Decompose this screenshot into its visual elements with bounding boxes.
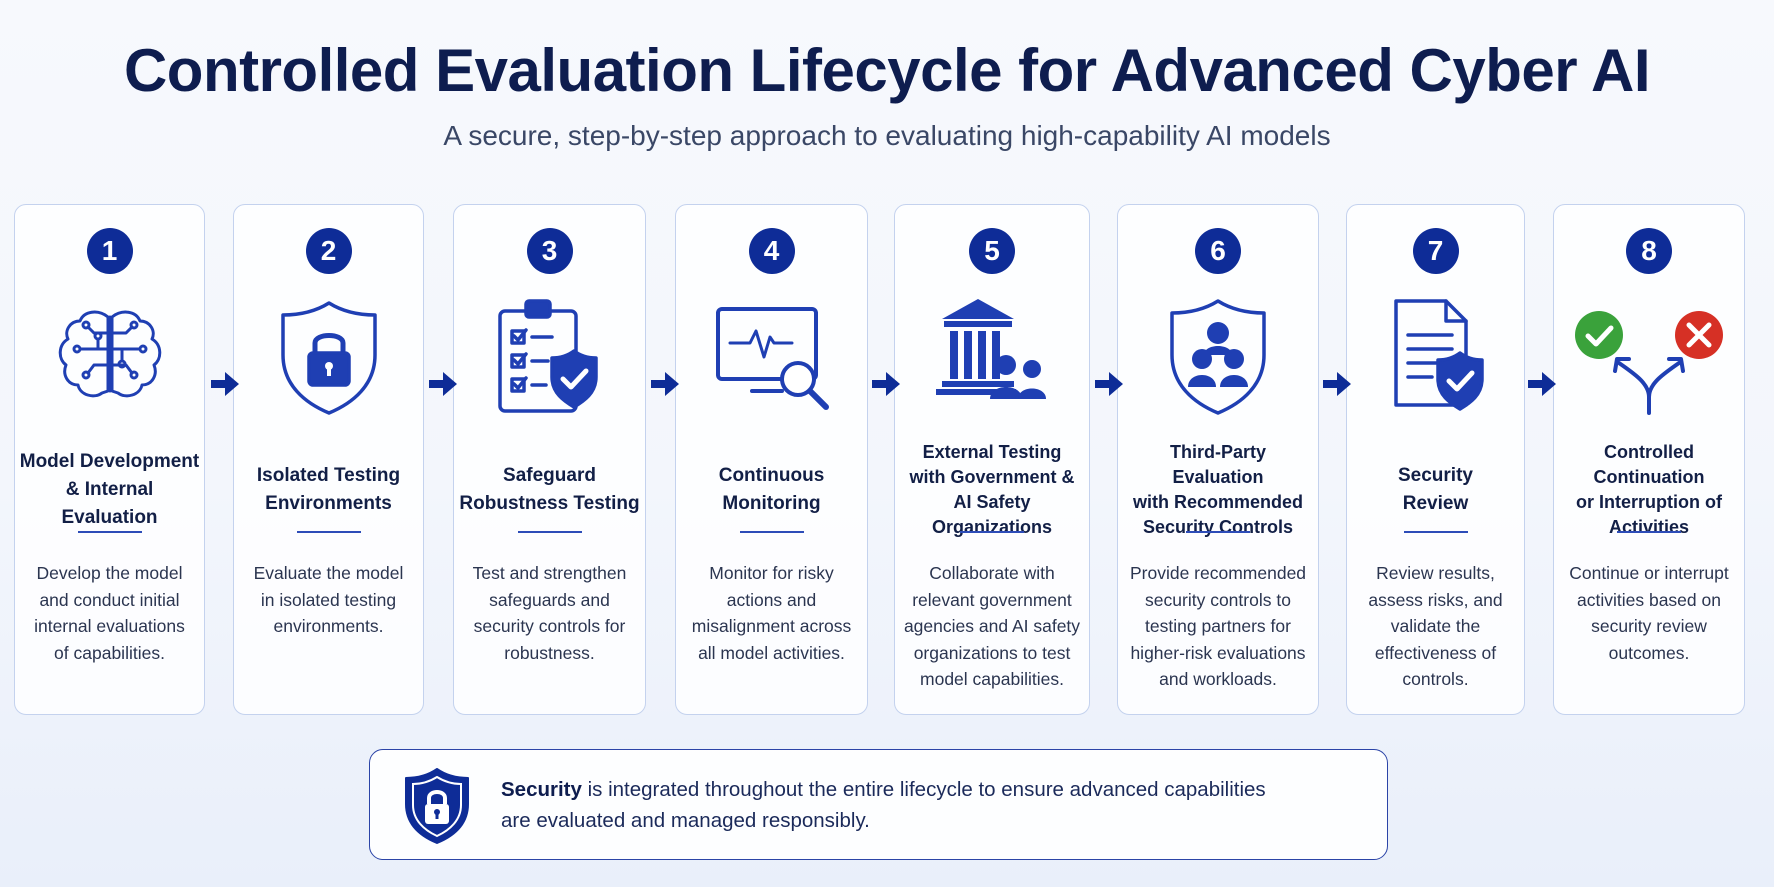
- step-number: 1: [86, 228, 133, 274]
- divider: [1403, 531, 1468, 533]
- flow-arrow-icon: [1528, 372, 1556, 396]
- flow-arrow-icon: [429, 372, 457, 396]
- callout-body: is integrated throughout the entire life…: [501, 778, 1266, 832]
- step-description: Evaluate the model in isolated testing e…: [253, 563, 404, 636]
- step-description: Test and strengthen safeguards and secur…: [472, 563, 627, 663]
- shield-people-icon: [1158, 293, 1278, 423]
- step-title: Security Review: [1398, 465, 1473, 514]
- decision-check-cross-icon: [1569, 293, 1729, 423]
- step-title: Third-Party Evaluation with Recommended …: [1132, 442, 1304, 537]
- step-card-6: 6 Third-Party Evaluation with Recommende…: [1117, 204, 1319, 715]
- document-shield-icon: [1376, 293, 1496, 423]
- step-card-4: 4 Continuous Monitoring Monitor for risk…: [675, 204, 868, 715]
- step-number: 5: [969, 228, 1015, 274]
- step-description: Collaborate with relevant government age…: [903, 563, 1081, 689]
- divider: [296, 531, 361, 533]
- flow-arrow-icon: [651, 372, 679, 396]
- step-description: Develop the model and conduct initial in…: [34, 563, 185, 663]
- page-subtitle: A secure, step-by-step approach to evalu…: [443, 120, 1331, 151]
- divider: [1186, 531, 1250, 533]
- page-title: Controlled Evaluation Lifecycle for Adva…: [123, 37, 1651, 104]
- step-title: Isolated Testing Environments: [256, 465, 401, 514]
- step-card-3: 3 Safeguard Robustness Testing Test and …: [453, 204, 646, 715]
- monitor-magnifier-icon: [712, 293, 832, 423]
- step-card-1: 1 Model Development & Internal Evaluatio…: [14, 204, 205, 715]
- divider: [739, 531, 804, 533]
- step-card-7: 7 Security Review Review results, assess…: [1346, 204, 1525, 715]
- step-number: 2: [305, 228, 352, 274]
- brain-circuit-icon: [50, 293, 170, 423]
- step-number: 8: [1626, 228, 1672, 274]
- step-card-5: 5 External Testing with Government & AI …: [894, 204, 1090, 715]
- divider: [960, 531, 1024, 533]
- step-number: 4: [748, 228, 795, 274]
- step-title: Safeguard Robustness Testing: [459, 465, 640, 514]
- step-description: Monitor for risky actions and misalignme…: [691, 563, 852, 663]
- callout-text: Security is integrated throughout the en…: [501, 774, 1361, 836]
- step-title: Model Development & Internal Evaluation: [19, 451, 200, 528]
- government-building-people-icon: [932, 293, 1052, 423]
- step-number: 6: [1195, 228, 1241, 274]
- step-card-2: 2 Isolated Testing Environments Evaluate…: [233, 204, 424, 715]
- shield-lock-icon: [405, 768, 469, 844]
- step-title: Controlled Continuation or Interruption …: [1576, 442, 1722, 537]
- step-description: Continue or interrupt activities based o…: [1569, 563, 1729, 663]
- callout-bold: Security: [501, 778, 582, 801]
- flow-arrow-icon: [211, 372, 239, 396]
- step-number: 3: [526, 228, 573, 274]
- step-description: Review results, assess risks, and valida…: [1368, 563, 1503, 689]
- flow-arrow-icon: [872, 372, 900, 396]
- flow-arrow-icon: [1095, 372, 1123, 396]
- step-description: Provide recommended security controls to…: [1129, 563, 1307, 689]
- security-callout: Security is integrated throughout the en…: [369, 749, 1388, 860]
- divider: [1617, 531, 1681, 533]
- flow-arrow-icon: [1323, 372, 1351, 396]
- shield-lock-icon: [269, 293, 389, 423]
- divider: [77, 531, 142, 533]
- step-number: 7: [1412, 228, 1459, 274]
- step-title: External Testing with Government & AI Sa…: [909, 442, 1075, 537]
- step-card-8: 8 Controlled Continuation or Interruptio…: [1553, 204, 1745, 715]
- clipboard-checklist-shield-icon: [490, 293, 610, 423]
- step-title: Continuous Monitoring: [718, 465, 825, 514]
- divider: [517, 531, 582, 533]
